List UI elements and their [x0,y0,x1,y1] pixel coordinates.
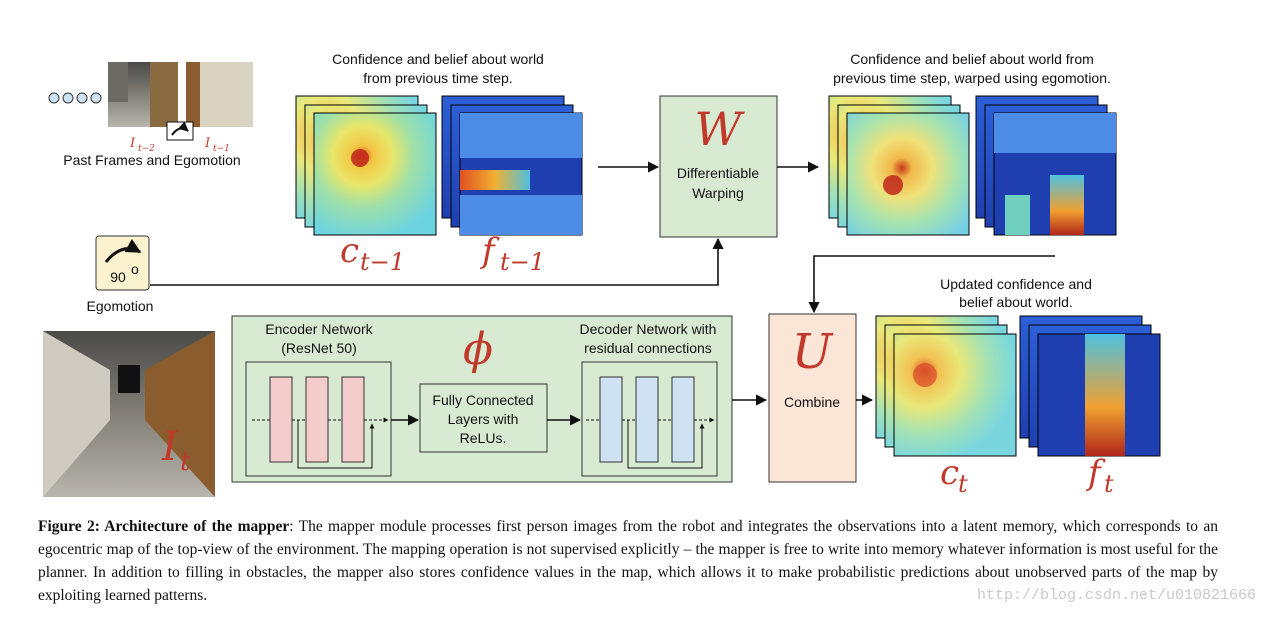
c-now-symbol: c [940,453,959,493]
fc-label-1: Fully Connected [432,392,533,408]
decoder-layer [671,376,695,463]
encoder-network [245,361,392,477]
combine-symbol: U [792,324,834,380]
f-prev-sub: t−1 [500,248,545,276]
current-frame-image: I t [43,331,215,497]
caption-title: Figure 2: Architecture of the mapper [38,518,290,535]
egomotion-icon-box: 90 o [95,235,150,291]
egomotion-arrow [150,237,724,286]
arrow-warped-to-combine [808,255,1055,314]
updated-confidence-stack [875,315,1017,457]
updated-caption-2: belief about world. [959,294,1073,310]
warp-label-1: Differentiable [677,165,759,181]
decoder-layer [599,376,623,463]
f-now-symbol: f [1085,453,1106,493]
watermark: http://blog.csdn.net/u010821666 [976,587,1256,604]
phi-symbol: ϕ [463,324,493,375]
decoder-layer [635,376,659,463]
c-prev-sub: t−1 [360,248,405,276]
current-frame-sub: t [180,447,191,477]
c-prev-symbol: c [340,231,359,271]
frame-b-sub: t−1 [213,144,230,154]
prev-maps-caption-2: from previous time step. [363,70,512,86]
egomotion-angle: 90 [110,269,126,285]
caption-body: : The mapper module processes first pers… [38,518,1218,604]
mapper-diagram: I t−2 I t−1 Past Frames and Egomotion Co… [43,51,1161,498]
encoder-layer [305,376,329,463]
frame-b-symbol: I [204,136,211,151]
encoder-label-1: Encoder Network [265,321,373,337]
warped-caption-1: Confidence and belief about world from [850,51,1094,67]
combine-label: Combine [784,394,840,410]
encoder-layer [341,376,365,463]
current-frame-symbol: I [161,424,179,470]
prev-maps-caption-1: Confidence and belief about world [332,51,544,67]
frame-a-sub: t−2 [138,144,155,154]
encoder-label-2: (ResNet 50) [281,340,356,356]
figure-caption: Figure 2: Architecture of the mapper: Th… [38,515,1218,607]
egomotion-label: Egomotion [87,298,154,314]
fc-layers-box: Fully Connected Layers with ReLUs. [419,383,548,453]
warp-label-2: Warping [692,185,744,201]
egomotion-small-icon [166,121,194,141]
f-now-sub: t [1104,470,1114,498]
encoder-layer [269,376,293,463]
decoder-label-1: Decoder Network with [580,321,717,337]
fc-label-2: Layers with [448,411,519,427]
frame-a-symbol: I [129,136,136,151]
f-prev-symbol: f [479,231,500,271]
frame-t-minus-2 [108,62,178,127]
updated-caption-1: Updated confidence and [940,276,1092,292]
warp-symbol: W [694,102,745,156]
prev-belief-stack [441,95,583,236]
warped-belief-stack [975,95,1117,236]
ellipsis-dot [48,92,60,104]
fc-label-3: ReLUs. [460,430,507,446]
past-frames: I t−2 I t−1 Past Frames and Egomotion [48,62,253,168]
egomotion-angle-sup: o [131,261,139,277]
c-now-sub: t [958,470,968,498]
ellipsis-dot [76,92,88,104]
decoder-network [581,361,718,477]
past-frames-label: Past Frames and Egomotion [63,152,240,168]
decoder-label-2: residual connections [584,340,712,356]
ellipsis-dot [90,92,102,104]
combine-box: U Combine [768,313,857,483]
updated-belief-stack [1019,315,1161,457]
ellipsis-dot [62,92,74,104]
frame-t-minus-1 [186,62,253,127]
warped-caption-2: previous time step, warped using egomoti… [833,70,1111,86]
prev-confidence-stack [295,95,437,236]
warp-box: W Differentiable Warping [659,95,778,238]
warped-confidence-stack [828,95,970,236]
